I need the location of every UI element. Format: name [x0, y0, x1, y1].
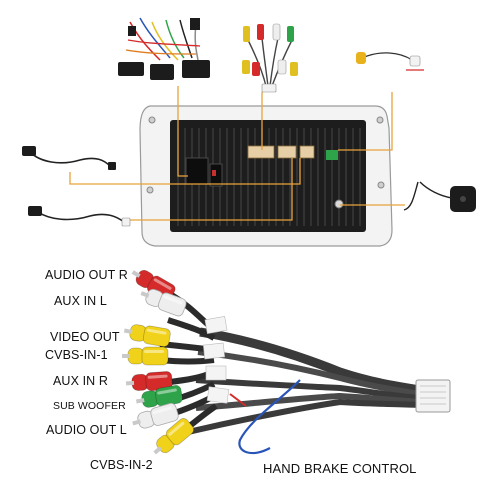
label-aux-in-r: AUX IN R	[53, 374, 108, 388]
head-unit	[139, 105, 393, 247]
rca-plug-audio-out-l	[132, 402, 179, 429]
label-audio-out-r: AUDIO OUT R	[45, 268, 128, 282]
label-cvbs-in-1: CVBS-IN-1	[45, 348, 108, 362]
rca-plug-cvbs-in-1	[122, 346, 169, 366]
aux-cable	[28, 206, 131, 227]
screw-hole	[376, 116, 384, 124]
camera-cable	[356, 52, 424, 71]
connector-red-pin	[212, 170, 216, 176]
unit-chassis	[170, 120, 366, 232]
rca-plug-sub-woofer	[135, 385, 183, 408]
gps-antenna	[403, 181, 476, 212]
rca-harness	[159, 291, 451, 455]
label-video-out: VIDEO OUT	[50, 330, 120, 344]
rca-plug-video-out	[123, 324, 171, 347]
connector-main	[185, 157, 209, 185]
label-audio-out-l: AUDIO OUT L	[46, 423, 127, 437]
heat-sink	[177, 128, 361, 226]
rca-plug-aux-in-r	[125, 371, 173, 392]
callout-lines	[69, 86, 405, 221]
rca-plugs	[122, 269, 195, 455]
label-cvbs-in-2: CVBS-IN-2	[90, 458, 153, 472]
label-aux-in-l: AUX IN L	[54, 294, 107, 308]
label-hand-brake-control: HAND BRAKE CONTROL	[263, 461, 417, 476]
power-harness	[118, 17, 210, 80]
connector-aux	[277, 145, 297, 159]
rca-plug-cvbs-in-2	[153, 418, 195, 455]
gps-port	[334, 199, 344, 209]
usb-cable	[22, 146, 116, 170]
connector-rca	[247, 145, 275, 159]
connector-usb	[299, 145, 315, 159]
connector-camera	[326, 150, 338, 160]
screw-hole	[148, 116, 156, 124]
rca-plug-aux-in-l	[140, 288, 187, 317]
rca-harness-small	[242, 23, 298, 93]
label-sub-woofer: SUB WOOFER	[53, 400, 126, 412]
screw-hole	[146, 186, 154, 194]
screw-hole	[377, 181, 385, 189]
